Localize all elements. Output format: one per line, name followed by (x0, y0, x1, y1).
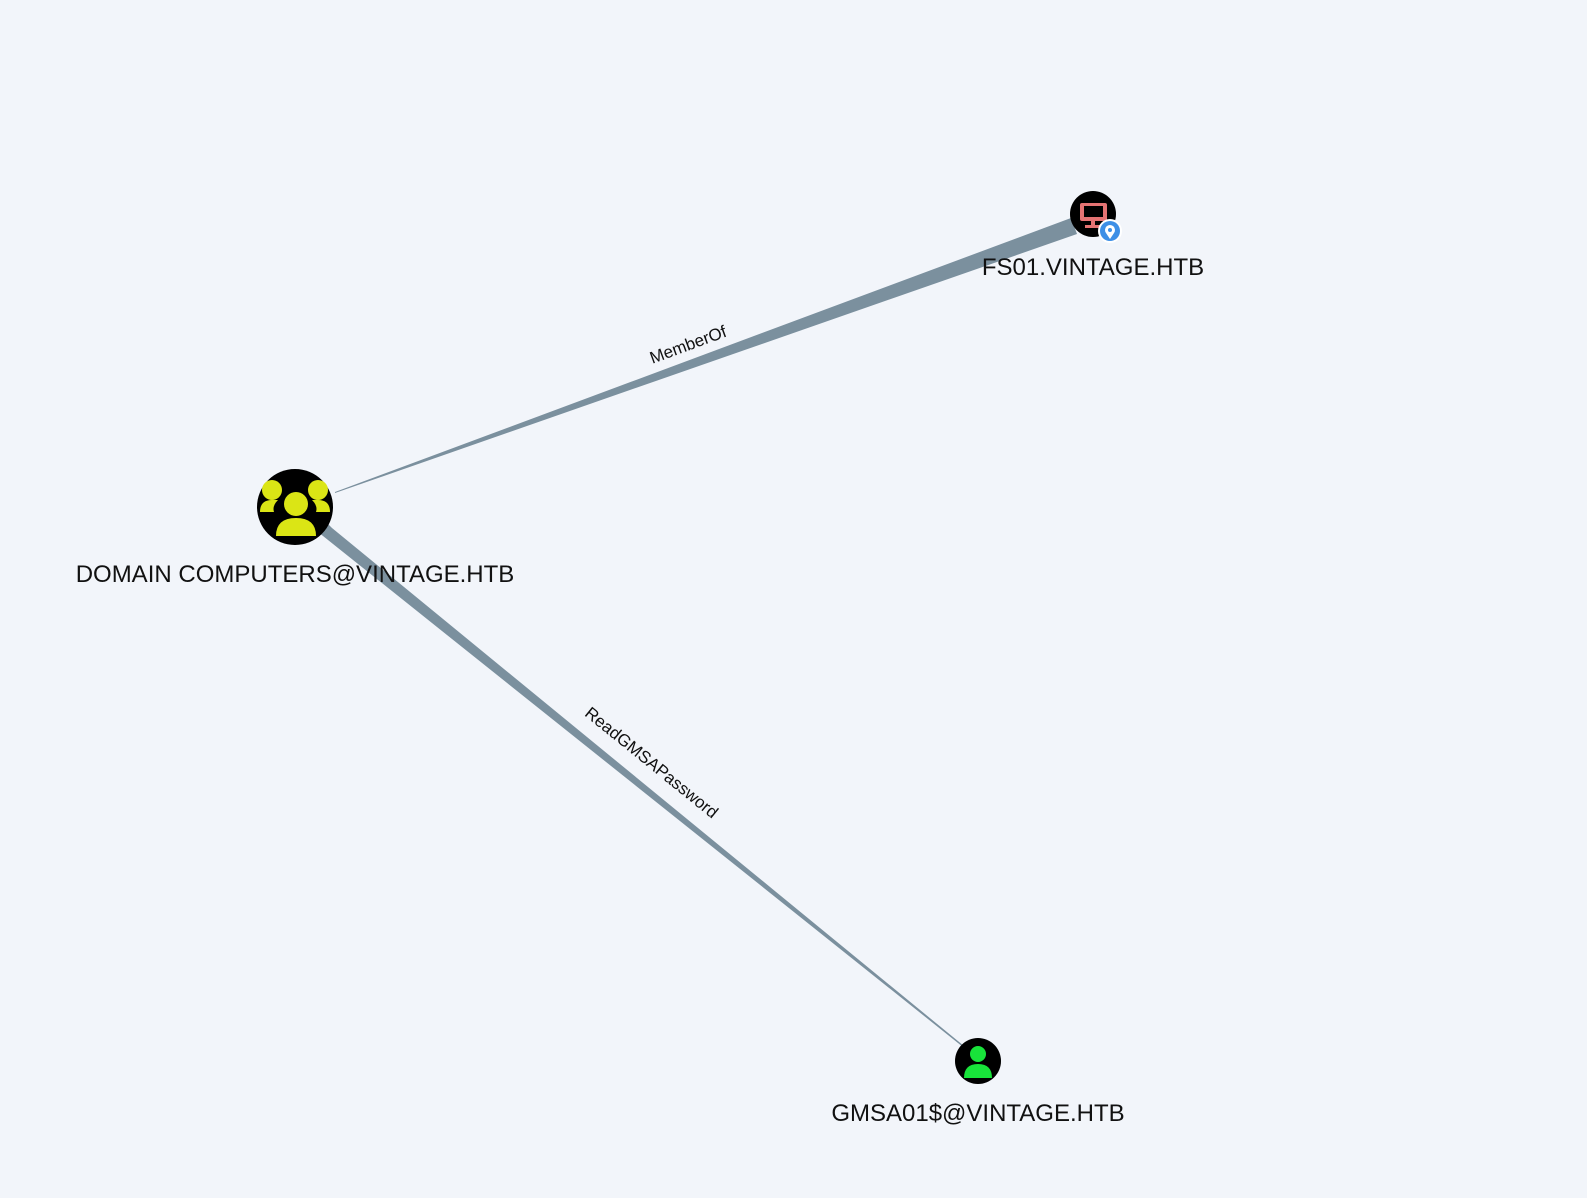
node-label: DOMAIN COMPUTERS@VINTAGE.HTB (76, 561, 515, 588)
edge-readgmsapassword[interactable]: ReadGMSAPassword (318, 520, 964, 1047)
map-marker-icon (1098, 219, 1122, 243)
desktop-icon (1080, 203, 1107, 228)
node-gmsa01[interactable]: GMSA01$@VINTAGE.HTB (831, 1038, 1125, 1127)
node-label: FS01.VINTAGE.HTB (982, 254, 1204, 281)
node-label: GMSA01$@VINTAGE.HTB (831, 1100, 1124, 1127)
edge-line[interactable] (318, 520, 964, 1047)
edge-label-readgmsapassword: ReadGMSAPassword (581, 703, 721, 822)
users-icon (260, 480, 330, 536)
edge-line[interactable] (335, 218, 1077, 493)
user-icon (964, 1046, 992, 1078)
edge-memberof[interactable]: MemberOf (335, 218, 1077, 493)
node-domain-computers[interactable]: DOMAIN COMPUTERS@VINTAGE.HTB (76, 469, 515, 588)
node-fs01[interactable]: FS01.VINTAGE.HTB (982, 191, 1204, 281)
